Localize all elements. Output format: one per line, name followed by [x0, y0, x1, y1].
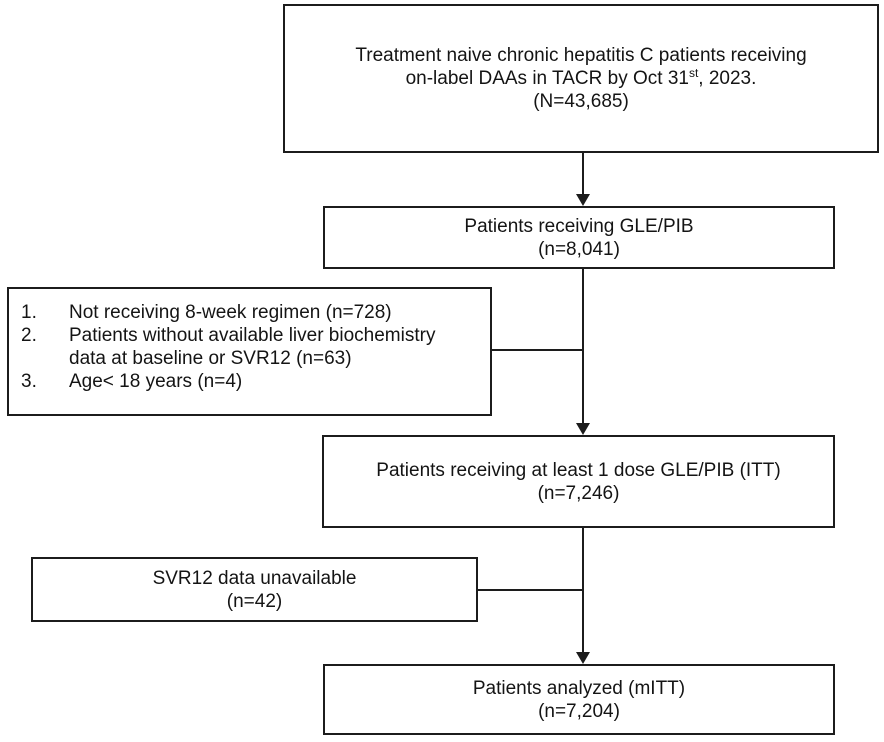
flow-box-exclusions: 1. Not receiving 8-week regimen (n=728) …	[7, 287, 492, 416]
connector-line-top-to-glepib	[582, 153, 584, 194]
ordinal-superscript: st	[688, 66, 699, 80]
count-line: (n=42)	[226, 590, 283, 612]
box-text-line: Treatment naive chronic hepatitis C pati…	[355, 45, 807, 66]
count-line: (N=43,685)	[533, 91, 629, 112]
exclusion-item-text: Patients without available liver biochem…	[69, 325, 436, 369]
connector-line-svr12	[478, 589, 583, 591]
connector-line-itt-to-mitt	[582, 528, 584, 652]
exclusion-item-number: 1.	[21, 302, 37, 323]
exclusion-item: 1. Not receiving 8-week regimen (n=728)	[21, 301, 484, 324]
exclusion-item: 3. Age< 18 years (n=4)	[21, 370, 484, 393]
flow-box-glepib: Patients receiving GLE/PIB (n=8,041)	[323, 206, 835, 269]
flow-box-itt: Patients receiving at least 1 dose GLE/P…	[322, 435, 835, 528]
exclusion-item-text: Age< 18 years (n=4)	[69, 371, 243, 392]
connector-line-exclusions	[492, 349, 583, 351]
arrowhead-icon	[576, 194, 590, 206]
date-text-post: , 2023.	[698, 68, 757, 89]
exclusion-item-number: 3.	[21, 371, 37, 392]
box-text-line: Patients receiving GLE/PIB	[464, 215, 694, 237]
flow-box-mitt: Patients analyzed (mITT) (n=7,204)	[323, 664, 835, 735]
date-text-pre: on-label DAAs in TACR by Oct 31	[405, 68, 689, 89]
exclusion-item-text: Not receiving 8-week regimen (n=728)	[69, 302, 392, 323]
arrowhead-icon	[576, 652, 590, 664]
exclusion-item: 2. Patients without available liver bioc…	[21, 324, 484, 370]
box-text-line: on-label DAAs in TACR by Oct 31st, 2023.	[406, 67, 757, 90]
exclusion-item-number: 2.	[21, 325, 37, 346]
box-text-line: SVR12 data unavailable	[152, 567, 357, 589]
arrowhead-icon	[576, 423, 590, 435]
count-line: (n=7,246)	[537, 482, 620, 504]
box-text-line: Patients analyzed (mITT)	[472, 677, 686, 699]
count-line: (n=8,041)	[538, 238, 620, 260]
count-line: (n=7,204)	[538, 700, 620, 722]
flow-box-source-population: Treatment naive chronic hepatitis C pati…	[283, 4, 879, 153]
connector-line-glepib-to-itt	[582, 269, 584, 423]
flow-box-svr12-unavailable: SVR12 data unavailable (n=42)	[31, 557, 478, 622]
box-text-line: Patients receiving at least 1 dose GLE/P…	[376, 459, 781, 481]
